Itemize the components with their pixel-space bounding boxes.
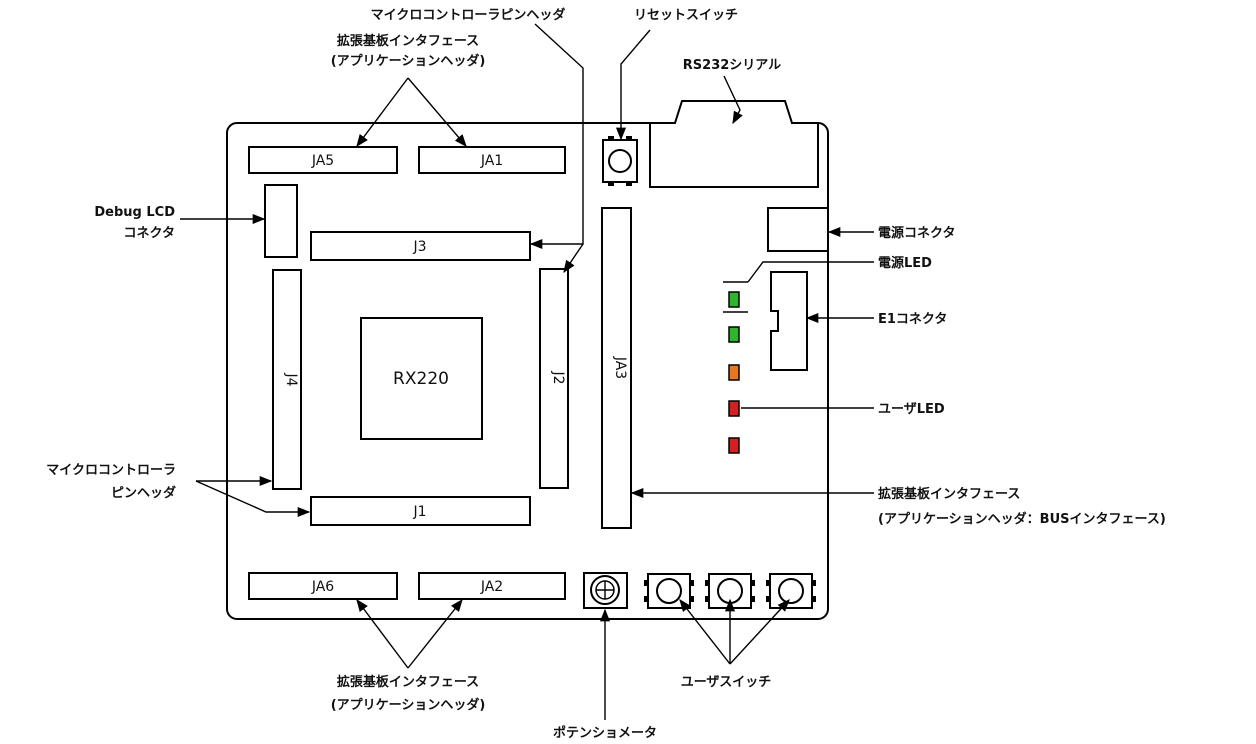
header-j1-label: J1: [412, 504, 426, 520]
label-mcu-header-left-1: マイクロコントローラ: [46, 463, 176, 478]
header-ja1: JA1: [418, 146, 566, 174]
header-ja1-label: JA1: [480, 153, 503, 169]
header-j3-label: J3: [412, 239, 426, 255]
label-rs232: RS232シリアル: [683, 58, 781, 73]
rs232-connector: [649, 100, 819, 188]
label-ext-top-2: (アプリケーションヘッダ): [331, 53, 486, 69]
user-led-2: [728, 364, 740, 381]
reset-switch: [602, 136, 638, 186]
user-switch-1: [644, 573, 694, 609]
label-ext-bottom-1: 拡張基板インタフェース: [337, 674, 479, 690]
label-e1-connector: E1コネクタ: [878, 312, 947, 327]
power-connector: [767, 207, 829, 252]
label-mcu-header-top: マイクロコントローラピンヘッダ: [371, 7, 566, 23]
label-power-connector: 電源コネクタ: [878, 225, 955, 241]
label-power-led: 電源LED: [878, 255, 932, 271]
header-ja3-label: JA3: [612, 356, 628, 379]
header-j2: J2: [539, 268, 569, 489]
label-ext-bottom-2: (アプリケーションヘッダ): [331, 697, 486, 713]
user-switch-3: [766, 573, 816, 609]
header-j4: J4: [272, 269, 302, 490]
label-ext-bus-1: 拡張基板インタフェース: [878, 486, 1020, 502]
potentiometer: [583, 572, 628, 609]
leader-lines: [180, 23, 874, 720]
header-ja2: JA2: [418, 572, 566, 600]
label-user-switch: ユーザスイッチ: [681, 675, 772, 690]
power-led: [728, 291, 740, 308]
header-j2-label: J2: [550, 370, 566, 384]
header-j1: J1: [310, 496, 531, 526]
label-ext-top-1: 拡張基板インタフェース: [337, 33, 479, 49]
header-j4-label: J4: [283, 372, 299, 386]
header-ja3: JA3: [601, 207, 632, 529]
header-ja5: JA5: [248, 146, 398, 174]
label-ext-bus-2: (アプリケーションヘッダ：BUSインタフェース): [878, 511, 1166, 527]
label-user-led: ユーザLED: [878, 402, 945, 417]
mcu-label: RX220: [393, 369, 449, 389]
header-j3: J3: [310, 231, 531, 261]
header-ja6-label: JA6: [311, 579, 334, 595]
label-mcu-header-left-2: ピンヘッダ: [111, 485, 176, 501]
e1-connector: [770, 271, 808, 371]
power-led-bracket: [723, 281, 748, 313]
label-debug-lcd-1: Debug LCD: [94, 205, 175, 220]
user-led-1: [728, 326, 740, 343]
header-ja6: JA6: [248, 572, 398, 600]
label-reset-switch: リセットスイッチ: [634, 8, 738, 23]
user-led-4: [728, 437, 740, 454]
mcu-rx220: RX220: [360, 317, 483, 440]
user-led-3: [728, 400, 740, 417]
header-ja2-label: JA2: [480, 579, 503, 595]
label-potentiometer: ポテンショメータ: [553, 725, 657, 741]
debug-lcd-connector: [264, 184, 298, 258]
label-debug-lcd-2: コネクタ: [124, 226, 175, 241]
header-ja5-label: JA5: [311, 153, 334, 169]
